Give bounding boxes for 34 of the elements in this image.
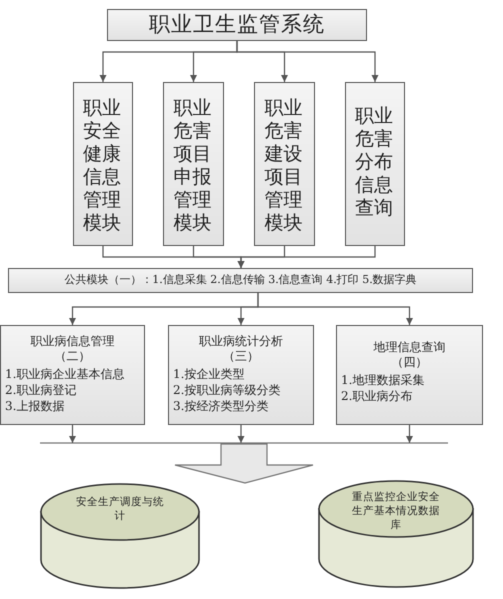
module-box [73,82,133,246]
database-label: 安全生产调度与统计 [75,495,165,523]
common-module-text: 公共模块（一）：1.信息采集 2.信息传输 3.信息查询 4.打印 5.数据字典 [63,272,418,288]
database-label: 重点监控企业安全生产基本情况数据库 [350,490,441,532]
arrow [257,293,413,325]
system-box [107,9,367,41]
module-title: 职业危害分布信息查询 [355,105,394,220]
module-box [345,82,405,246]
module-box [168,325,314,425]
module-box [336,325,483,425]
module-title: 职业安全健康信息管理模块 [83,97,122,235]
list-item: 2.按职业病等级分类 [172,382,282,398]
list-item: 2.职业病登记 [4,382,78,398]
module-title: 职业危害建设项目管理模块 [264,97,304,235]
arrow [238,246,376,268]
arrow [406,425,413,443]
list-item: 3.按经济类型分类 [172,398,270,414]
module-box [0,325,145,425]
list-item: 1.地理数据采集 [340,372,426,388]
arrow [238,425,244,443]
module-heading: 职业病信息管理（二） [30,334,116,364]
module-box [163,82,224,246]
arrow [236,41,378,82]
module-title: 职业危害项目申报管理模块 [174,97,212,235]
list-item: 2.职业病分布 [340,388,414,404]
list-item: 3.上报数据 [4,398,66,414]
common-module-bar [8,268,473,293]
module-box [254,82,315,246]
arrow [69,425,76,443]
module-heading: 职业病统计分析（三） [198,334,284,364]
module-heading: 地理信息查询（四） [372,340,446,370]
list-item: 1.职业病企业基本信息 [4,366,126,382]
list-item: 1.按企业类型 [172,366,246,382]
system-title: 职业卫生监管系统 [148,11,326,38]
